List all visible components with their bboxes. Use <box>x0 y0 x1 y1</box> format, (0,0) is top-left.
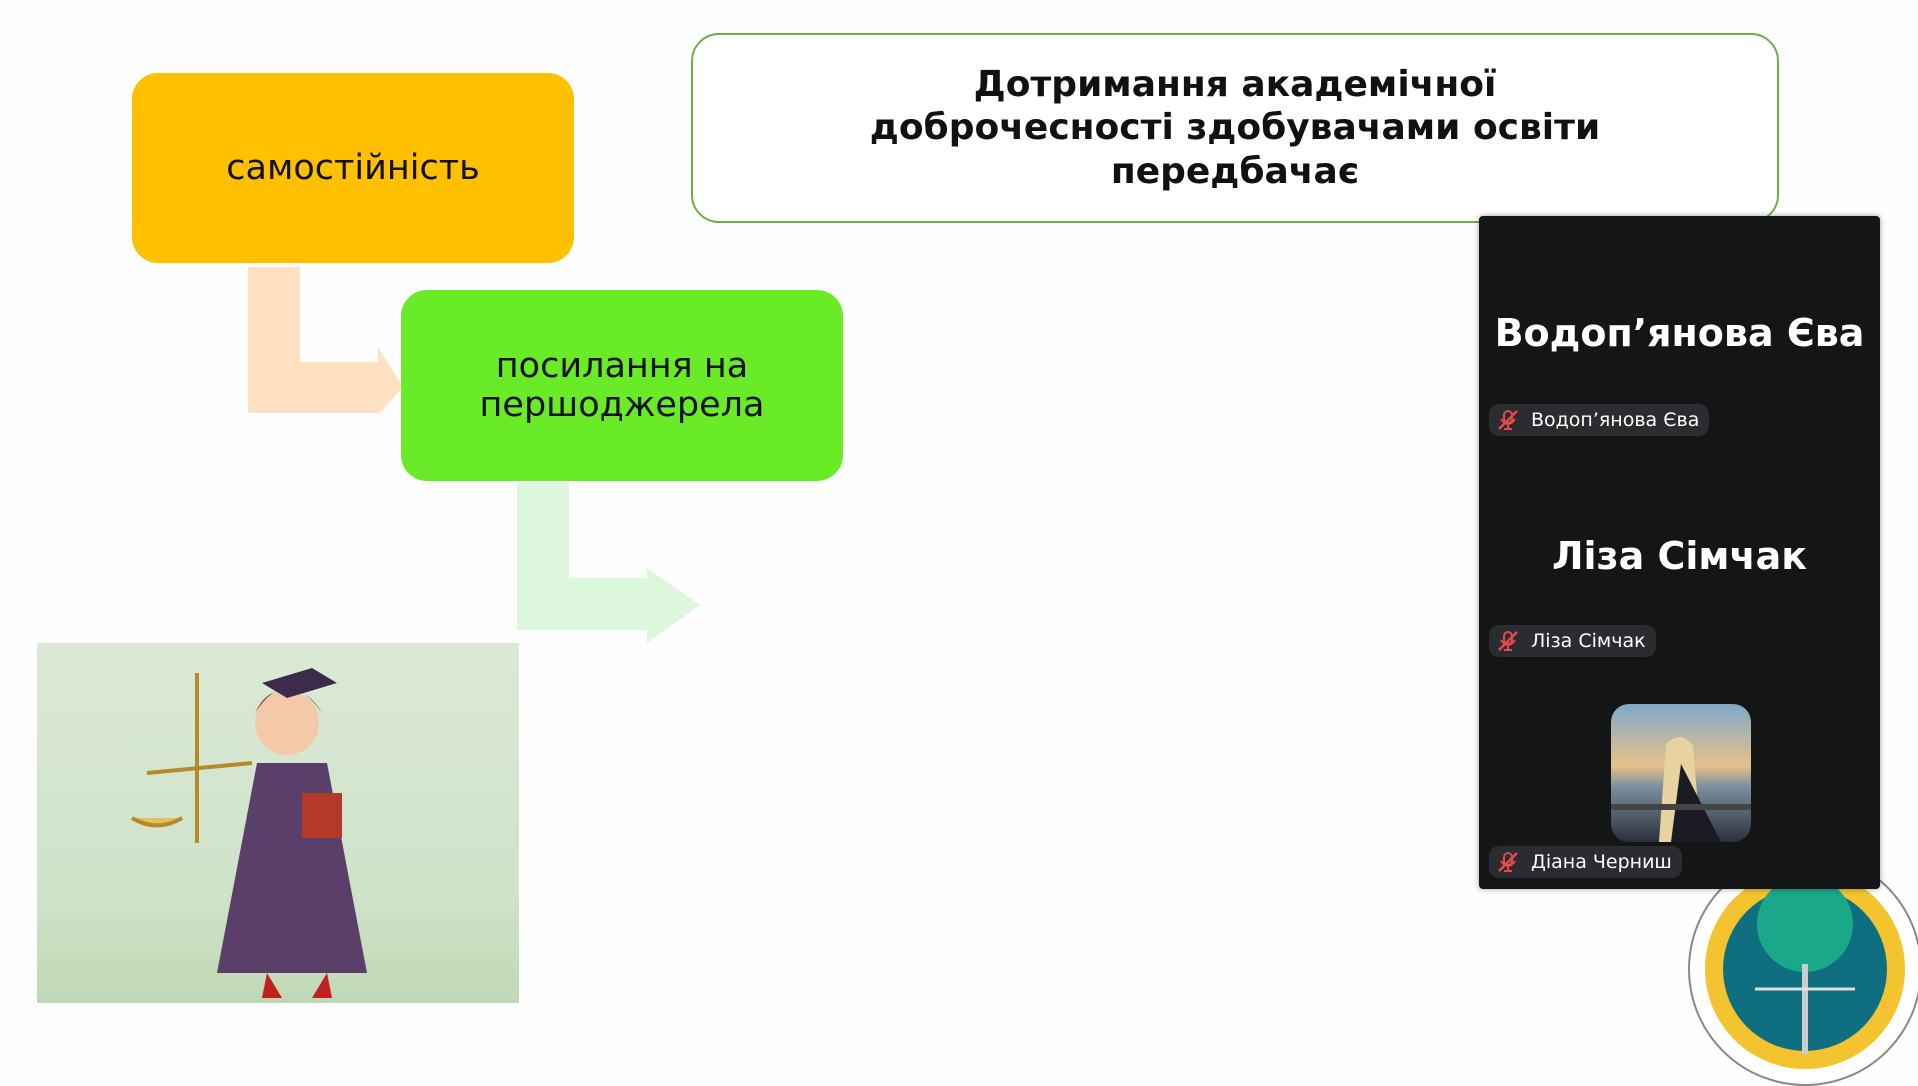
participant-display-name: Водоп’янова Єва <box>1494 311 1865 355</box>
muted-microphone-icon <box>1498 631 1518 651</box>
participant-avatar <box>1611 704 1751 842</box>
participant-name-label: Водоп’янова Єва <box>1489 404 1710 436</box>
participant-label-text: Діана Черниш <box>1531 851 1672 873</box>
box-label: посилання на першоджерела <box>479 346 765 425</box>
box-label: самостійність <box>226 147 480 188</box>
arrow-light-green <box>517 483 700 643</box>
participant-display-name: Ліза Сімчак <box>1551 534 1808 578</box>
participant-tile[interactable]: Водоп’янова Єва Водоп’янова Єва <box>1479 216 1880 436</box>
box-citations: посилання на першоджерела <box>401 290 843 481</box>
participant-name-label: Ліза Сімчак <box>1489 625 1656 657</box>
participant-tile[interactable]: Діана Черниш <box>1479 656 1880 889</box>
slide-title-text: Дотримання академічної доброчесності здо… <box>869 64 1601 192</box>
participant-tile[interactable]: Ліза Сімчак Ліза Сімчак <box>1479 436 1880 657</box>
muted-microphone-icon <box>1498 410 1518 430</box>
slide-title: Дотримання академічної доброчесності здо… <box>691 33 1779 223</box>
video-participants-panel[interactable]: Водоп’янова Єва Водоп’янова Єва Ліза Сім… <box>1479 216 1880 889</box>
arrow-peach <box>248 267 403 415</box>
academic-justice-illustration <box>37 643 519 1003</box>
participant-name-label: Діана Черниш <box>1489 846 1682 878</box>
box-self-reliance: самостійність <box>132 73 574 263</box>
participant-label-text: Водоп’янова Єва <box>1531 409 1700 431</box>
muted-microphone-icon <box>1498 852 1518 872</box>
participant-label-text: Ліза Сімчак <box>1531 630 1646 652</box>
